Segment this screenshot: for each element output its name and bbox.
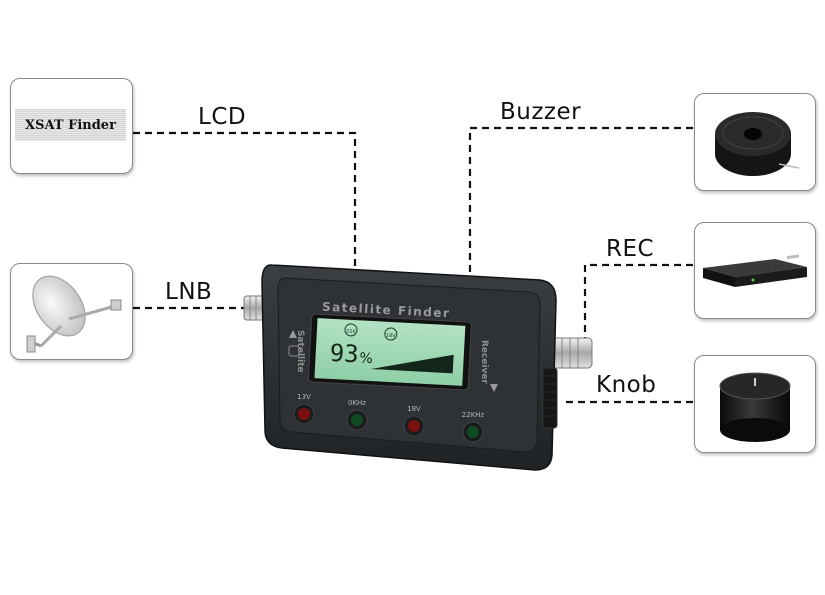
lcd-label: LCD xyxy=(198,104,247,130)
device-title: Satellite Finder xyxy=(322,300,451,321)
satellite-port-label: Satellite xyxy=(295,330,305,373)
signal-strength-bar xyxy=(370,354,454,374)
lnb-thumbnail xyxy=(10,263,133,360)
buzzer-label: Buzzer xyxy=(500,99,582,125)
lnb-label: LNB xyxy=(165,279,213,305)
rec-thumbnail xyxy=(694,222,816,319)
receiver-arrow-icon xyxy=(490,384,498,392)
led-indicators: 13V 0KHz 18V 22KHz xyxy=(293,393,485,443)
lcd-banner: XSAT Finder xyxy=(15,109,126,141)
led-light xyxy=(408,420,420,432)
knob-thumbnail xyxy=(694,355,816,453)
side-knob xyxy=(542,367,558,429)
lcd-percent-sign: % xyxy=(359,350,373,367)
lcd-thumbnail: XSAT Finder xyxy=(10,78,133,174)
receiver-box-icon xyxy=(703,254,807,287)
led-label: 0KHz xyxy=(348,399,366,407)
lcd-percent: 93 xyxy=(329,339,359,368)
led-label: 13V xyxy=(297,393,311,401)
receiver-port-label: Receiver xyxy=(479,340,489,385)
led-label: 22KHz xyxy=(462,411,485,419)
knob-icon xyxy=(719,372,791,442)
satellite-dish-icon xyxy=(26,275,122,353)
lcd-indicator-18v: 18V xyxy=(386,333,397,340)
led-label: 18V xyxy=(407,405,421,413)
led-light xyxy=(351,414,363,426)
rec-label: REC xyxy=(606,236,655,262)
rec-connector xyxy=(583,263,693,342)
knob-label: Knob xyxy=(596,372,657,398)
lcd-connector xyxy=(133,131,357,318)
led-light xyxy=(298,408,310,420)
buzzer-icon xyxy=(715,112,800,176)
led-light xyxy=(467,426,479,438)
speaker-icon xyxy=(288,345,300,357)
satellite-arrow-icon xyxy=(289,330,297,338)
lcd-indicator-22k: 22K xyxy=(346,329,357,336)
buzzer-connector xyxy=(468,126,693,272)
buzzer-thumbnail xyxy=(694,93,816,191)
